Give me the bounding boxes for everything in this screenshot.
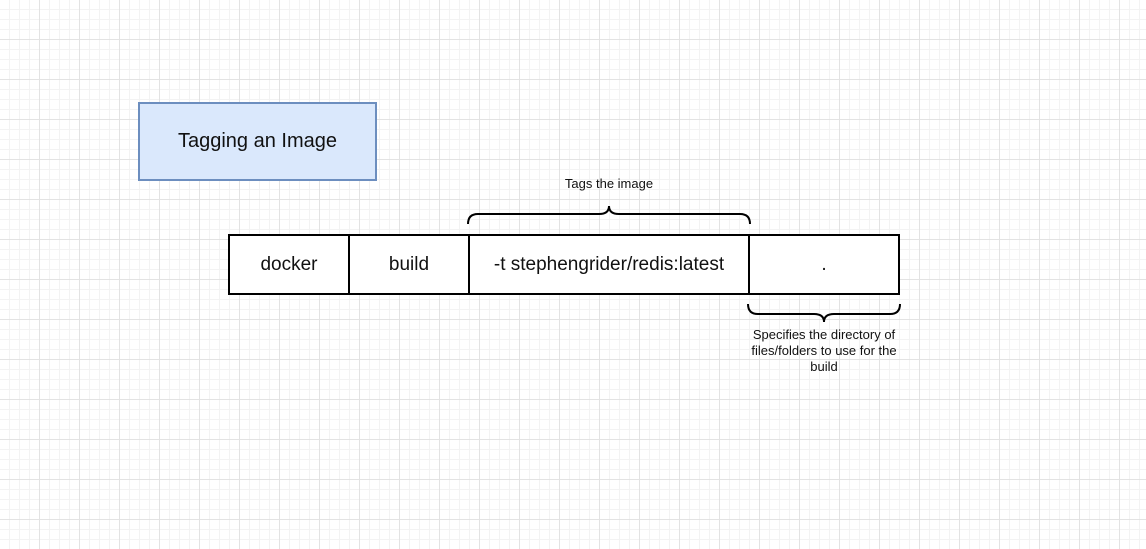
directory-annotation: Specifies the directory of files/folders… <box>751 327 897 374</box>
tag-brace <box>467 205 751 225</box>
title-text: Tagging an Image <box>177 130 337 152</box>
command-part-context-dir: . <box>748 234 900 295</box>
directory-brace <box>747 303 901 323</box>
title-box: Tagging an Image <box>138 102 377 181</box>
command-part-text: build <box>388 253 430 275</box>
command-row: docker build -t stephengrider/redis:late… <box>228 234 900 295</box>
command-part-text: -t stephengrider/redis:latest <box>493 253 725 275</box>
command-part-text: . <box>821 253 827 275</box>
command-part-docker: docker <box>228 234 350 295</box>
command-part-build: build <box>348 234 470 295</box>
command-part-tag-flag: -t stephengrider/redis:latest <box>468 234 750 295</box>
command-part-text: docker <box>260 253 318 275</box>
tag-annotation: Tags the image <box>564 176 654 191</box>
